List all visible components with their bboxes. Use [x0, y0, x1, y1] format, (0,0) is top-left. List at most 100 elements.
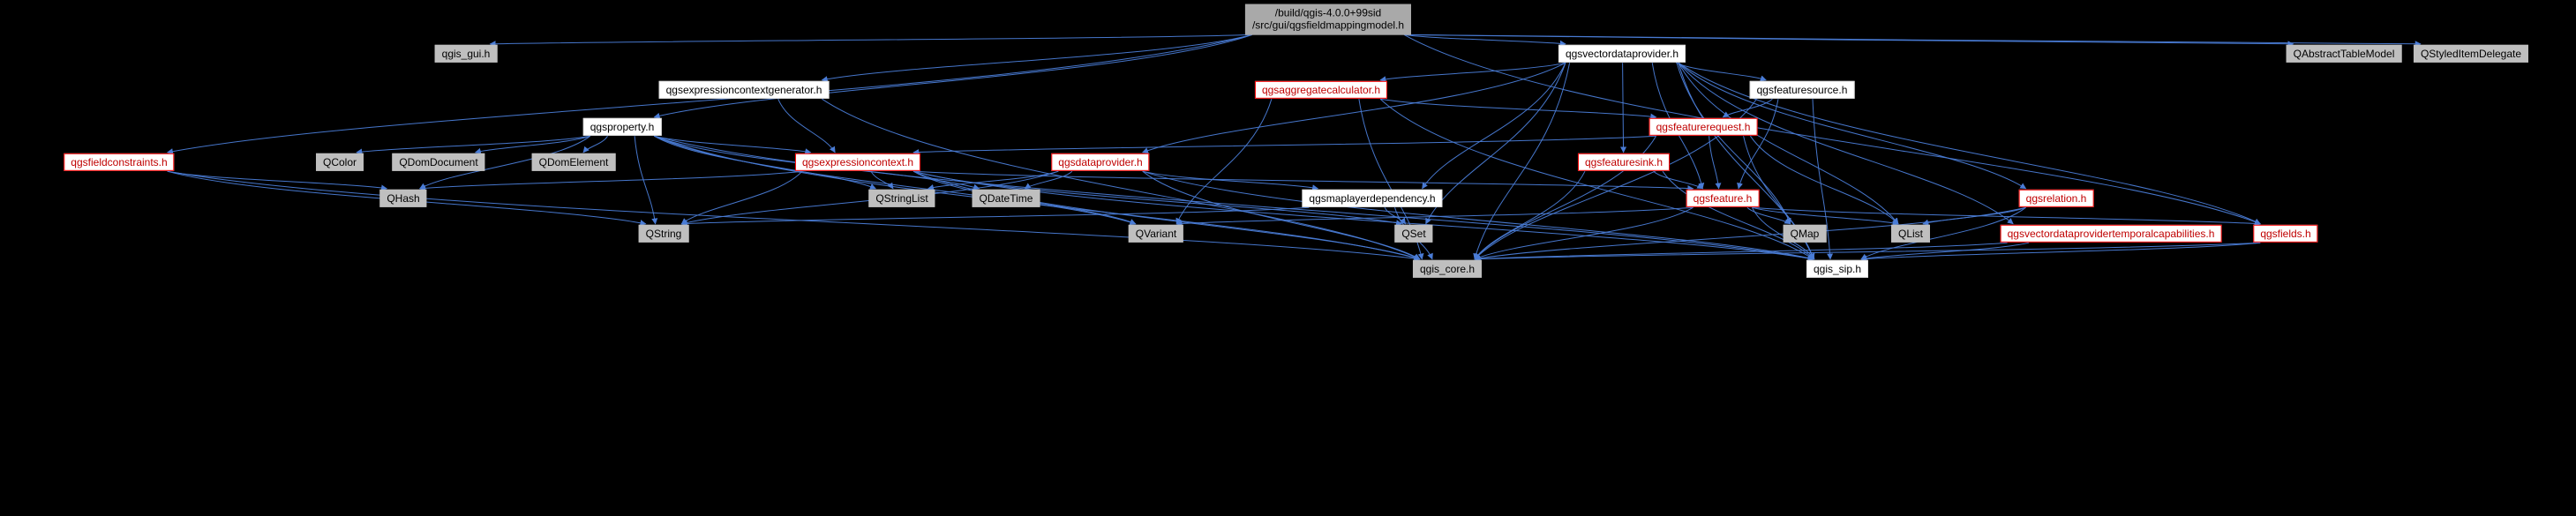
edge-qgsfields-to-qgis_sip: [1860, 242, 2261, 262]
graph-node-qgsexpressioncontextgenerator[interactable]: qgsexpressioncontextgenerator.h: [658, 80, 830, 100]
edge-qgsfeature-to-qgsfields: [1752, 206, 2261, 227]
edge-qgsdataprovider-to-qdatetime: [1024, 170, 1073, 190]
graph-node-qgsexpressioncontext[interactable]: qgsexpressioncontext.h: [794, 153, 921, 172]
edge-qgsvectordataprovider-to-qgis_core: [1473, 63, 1571, 260]
edge-qgsfeaturesink-to-qgsfeature: [1653, 170, 1704, 190]
edge-root-to-qgsproperty: [653, 34, 1253, 119]
edge-qgsdataprovider-to-qgsmaplayerdependency: [1142, 170, 1319, 191]
graph-node-label: qgis_sip.h: [1813, 262, 1862, 275]
edge-qgsfeaturesource-to-qgsfeature: [1737, 99, 1779, 190]
graph-node-qgsrelation[interactable]: qgsrelation.h: [2018, 189, 2094, 208]
graph-node-label: QDomElement: [538, 155, 609, 168]
edge-qgsfeaturesource-to-qgsfeaturerequest: [1722, 98, 1773, 118]
edge-qgsexpressioncontext-to-qhash: [419, 170, 803, 191]
graph-node-qgsaggregatecalculator[interactable]: qgsaggregatecalculator.h: [1254, 80, 1388, 100]
edge-qgsproperty-to-qcolor: [356, 135, 590, 155]
edge-qgsproperty-to-qgis_sip: [654, 135, 1814, 262]
graph-node-qgsfieldconstraints[interactable]: qgsfieldconstraints.h: [64, 153, 175, 172]
edge-qgsexpressioncontext-to-qgis_core: [912, 170, 1421, 261]
graph-node-label: QAbstractTableModel: [2293, 47, 2395, 60]
graph-node-label: qgsfeaturesink.h: [1584, 155, 1664, 168]
edge-qgsfeature-to-qlist: [1752, 206, 1899, 227]
graph-node-label: /build/qgis-4.0.0+99sid: [1274, 6, 1382, 19]
edge-qgsfeature-to-qmap: [1746, 206, 1791, 225]
edge-qgsfields-to-qgis_core: [1474, 242, 2261, 263]
edge-qgsfeaturesink-to-qgis_core: [1474, 170, 1586, 260]
graph-node-label: QStringList: [875, 191, 928, 205]
graph-node-qabstracttablemodel: QAbstractTableModel: [2286, 44, 2402, 64]
graph-node-label: qgsvectordataprovider.h: [1565, 47, 1679, 60]
edge-qgsproperty-to-qstring: [634, 136, 658, 225]
edge-qgsproperty-to-qvariant: [654, 135, 1137, 226]
edge-qgsvectordataprovider-to-qgsdataprovider: [1142, 62, 1566, 153]
graph-node-qdatetime: QDateTime: [972, 189, 1040, 208]
edge-root-to-qgsvectordataprovider: [1404, 34, 1566, 47]
graph-node-label: qgsfields.h: [2260, 227, 2311, 240]
edge-qgsfeaturesource-to-qgis_sip: [1812, 99, 1834, 260]
edge-qgsfeaturerequest-to-qlist: [1749, 135, 1899, 225]
graph-node-label: qgsvectordataprovidertemporalcapabilitie…: [2007, 227, 2215, 240]
graph-node-label: QStyledItemDelegate: [2420, 47, 2522, 60]
edge-qgsvectordataprovidertemporalcapabilities-to-qgis_core: [1474, 242, 2008, 262]
edge-qgsproperty-to-qgsexpressioncontext: [654, 135, 812, 155]
graph-node-label: qgis_core.h: [1419, 262, 1476, 275]
edge-qgsvectordataprovider-to-qgsfeaturesink: [1620, 63, 1627, 153]
edge-root-to-qstyleditemdelegate: [1404, 34, 2422, 48]
graph-node-qgsvectordataprovider[interactable]: qgsvectordataprovider.h: [1558, 44, 1686, 64]
graph-node-label: QDomDocument: [399, 155, 478, 168]
graph-node-label: QColor: [322, 155, 357, 168]
graph-node-label: qgis_gui.h: [441, 47, 491, 60]
graph-node-qset: QSet: [1394, 224, 1433, 243]
graph-node-label: qgsdataprovider.h: [1058, 155, 1143, 168]
graph-node-qgis_gui: qgis_gui.h: [434, 44, 498, 64]
graph-node-qgsfeaturesink[interactable]: qgsfeaturesink.h: [1577, 153, 1671, 172]
graph-node-qgis_sip[interactable]: qgis_sip.h: [1806, 259, 1869, 279]
edge-qgsvectordataprovider-to-qgsfields: [1678, 62, 2261, 225]
edge-qgsmaplayerdependency-to-qstring: [680, 206, 1310, 228]
graph-node-label: qgsmaplayerdependency.h: [1309, 191, 1436, 205]
graph-node-qgsfeaturerequest[interactable]: qgsfeaturerequest.h: [1648, 117, 1758, 137]
graph-node-qgsfeaturesource[interactable]: qgsfeaturesource.h: [1749, 80, 1855, 100]
edge-qgsexpressioncontextgenerator-to-qgsexpressioncontext: [777, 99, 836, 153]
graph-node-label: qgsexpressioncontext.h: [801, 155, 914, 168]
edge-qgsfeaturesink-to-qgis_sip: [1662, 170, 1814, 260]
graph-node-label: qgsfeaturesource.h: [1756, 83, 1848, 96]
edge-qgsfeaturerequest-to-qgsfeature: [1709, 136, 1722, 190]
edge-qgsmaplayerdependency-to-qset: [1384, 206, 1407, 225]
edge-qgsfieldconstraints-to-qgis_core: [167, 170, 1421, 262]
edge-qgsvectordataprovider-to-qmap: [1676, 63, 1791, 225]
graph-node-qgsfeature[interactable]: qgsfeature.h: [1686, 189, 1760, 208]
graph-node-qstyleditemdelegate: QStyledItemDelegate: [2413, 44, 2529, 64]
edge-qgsrelation-to-qgis_sip: [1860, 206, 2026, 260]
graph-node-label: qgsrelation.h: [2025, 191, 2087, 205]
graph-node-qgsdataprovider[interactable]: qgsdataprovider.h: [1051, 153, 1150, 172]
edge-root-to-qgis_gui: [489, 34, 1252, 48]
graph-node-qgsproperty[interactable]: qgsproperty.h: [582, 117, 662, 137]
edge-root-to-qgsfieldconstraints: [167, 34, 1253, 155]
edge-qgsfeature-to-qgis_core: [1474, 206, 1694, 260]
graph-node-qgsmaplayerdependency[interactable]: qgsmaplayerdependency.h: [1302, 189, 1443, 208]
edge-qgsdataprovider-to-qstringlist: [928, 170, 1059, 191]
edge-qgsfeaturerequest-to-qgis_sip: [1743, 136, 1815, 260]
graph-node-label: QList: [1897, 227, 1924, 240]
graph-node-qmap: QMap: [1783, 224, 1827, 243]
graph-node-qstringlist: QStringList: [868, 189, 935, 208]
graph-node-qgsvectordataprovidertemporalcapabilities[interactable]: qgsvectordataprovidertemporalcapabilitie…: [2000, 224, 2222, 243]
graph-node-qlist: QList: [1890, 224, 1931, 243]
graph-node-qstring: QString: [638, 224, 689, 243]
graph-node-label: qgsaggregatecalculator.h: [1261, 83, 1381, 96]
graph-node-label: QString: [645, 227, 682, 240]
edge-qgsvectordataprovider-to-qgsaggregatecalculator: [1379, 62, 1566, 83]
graph-node-label: QHash: [387, 191, 420, 205]
graph-node-qdomelement: QDomElement: [531, 153, 616, 172]
graph-node-qhash: QHash: [379, 189, 427, 208]
graph-node-root: /build/qgis-4.0.0+99sid/src/gui/qgsfield…: [1244, 4, 1412, 35]
graph-node-label: QMap: [1790, 227, 1820, 240]
edge-qgsvectordataprovider-to-qgsmaplayerdependency: [1422, 62, 1566, 190]
edge-qgsfeaturerequest-to-qgsexpressioncontext: [912, 135, 1656, 156]
graph-node-qgsfields[interactable]: qgsfields.h: [2253, 224, 2318, 243]
edge-qgsexpressioncontext-to-qstringlist: [870, 170, 894, 190]
graph-node-label: QVariant: [1135, 227, 1177, 240]
edge-qgsvectordataprovider-to-qgsvectordataprovidertemporalcapabilities: [1678, 62, 2014, 225]
